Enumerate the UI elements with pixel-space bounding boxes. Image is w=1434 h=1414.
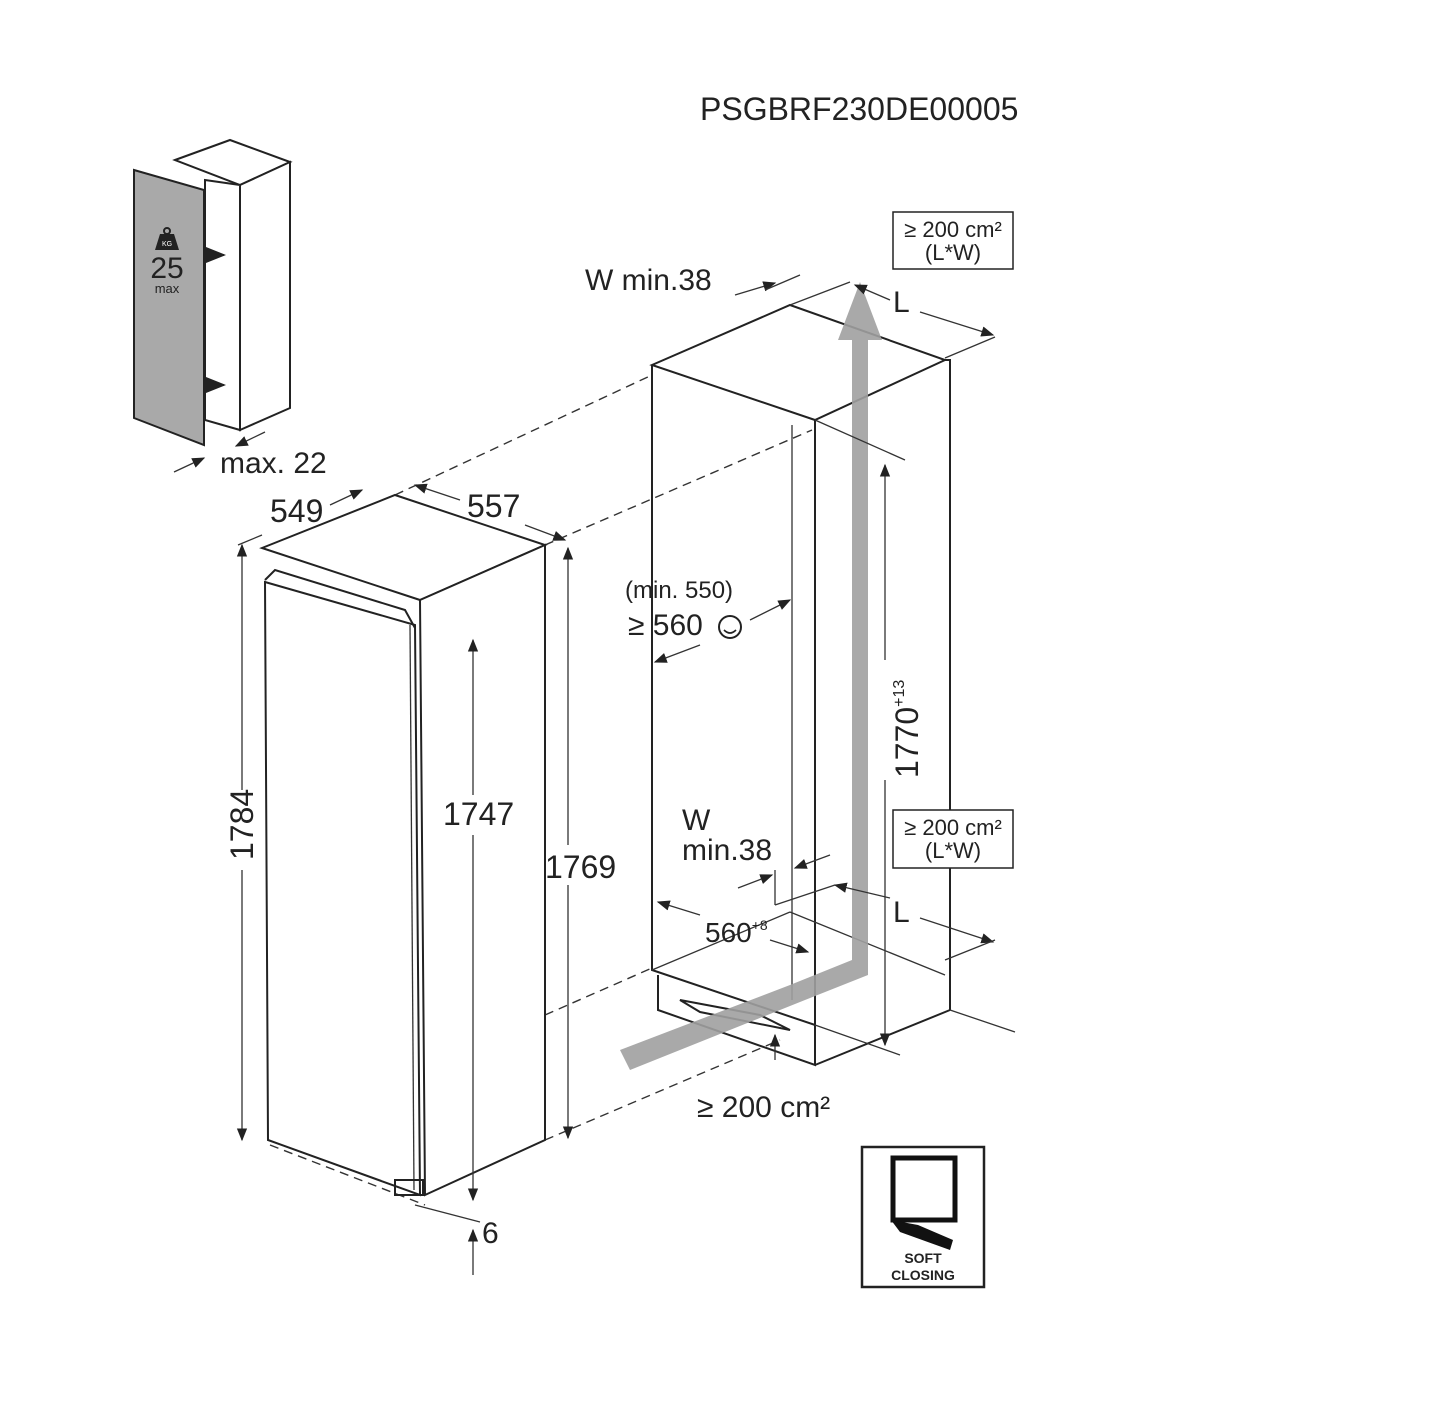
kg-weight-icon: KG (155, 227, 179, 250)
dim-549: 549 (270, 493, 323, 529)
panel-thickness: max. 22 (220, 447, 327, 480)
dim-6: 6 (482, 1217, 499, 1250)
plinth-vent-area: ≥ 200 cm² (697, 1091, 830, 1124)
smiley-icon (718, 615, 742, 639)
badge-line1: SOFT (904, 1250, 942, 1266)
bottom-vent-formula: (L*W) (925, 838, 981, 863)
cabinet-niche-illustration (649, 303, 1016, 1067)
svg-text:KG: KG (162, 241, 172, 248)
bottom-vent-W-min: min.38 (682, 834, 772, 867)
niche-depth: ≥ 560 (628, 609, 703, 642)
bottom-vent-area: ≥ 200 cm² (904, 815, 1002, 840)
dim-1769: 1769 (545, 849, 616, 885)
dim-1784: 1784 (224, 789, 260, 860)
appliance-dimensions: 1784 1747 1769 549 557 6 (224, 483, 616, 1275)
dim-557: 557 (467, 488, 520, 524)
airflow-arrow-icon (620, 282, 882, 1070)
weight-value: 25 (150, 252, 183, 285)
top-vent-area: ≥ 200 cm² (904, 217, 1002, 242)
top-vent-width: W min.38 (585, 264, 712, 297)
top-vent-formula: (L*W) (925, 240, 981, 265)
niche-dimensions: ≥ 200 cm² (L*W) W min.38 L (min. 550) ≥ … (585, 211, 1014, 1124)
model-code: PSGBRF230DE00005 (700, 91, 1018, 127)
appliance-illustration (259, 493, 548, 1197)
bottom-vent-W: W (682, 804, 711, 837)
airflow-arrows (620, 282, 882, 1070)
niche-height: 1770+13 (889, 680, 925, 778)
niche-width: 560+8 (705, 917, 768, 948)
top-vent-L: L (893, 286, 910, 319)
badge-line2: CLOSING (891, 1267, 955, 1283)
soft-closing-door-icon (890, 1155, 958, 1250)
bottom-vent-L: L (893, 896, 910, 929)
weight-unit: max (155, 281, 180, 296)
door-panel (133, 168, 205, 447)
niche-depth-min: (min. 550) (625, 577, 733, 604)
soft-closing-badge: SOFT CLOSING (860, 1145, 986, 1289)
dim-1747: 1747 (443, 796, 514, 832)
door-panel-illustration: KG 25 max max. 22 (133, 138, 327, 480)
